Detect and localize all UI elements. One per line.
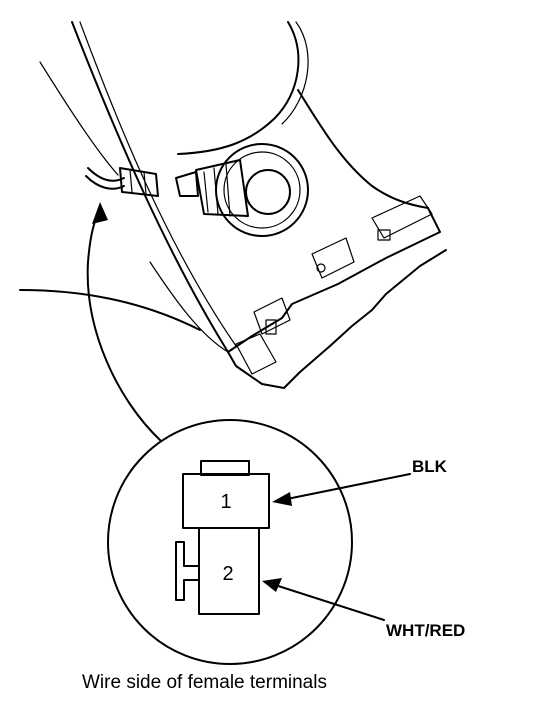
trim-tab-middle xyxy=(311,237,355,279)
pin-2-number: 2 xyxy=(222,563,233,585)
trim-tab-left xyxy=(253,297,291,335)
connector-side-key xyxy=(175,541,200,601)
trim-tab-bottom xyxy=(235,333,277,375)
panel-left-edge-inner xyxy=(79,21,237,347)
connector-top-latch xyxy=(200,460,250,476)
wire-harness xyxy=(87,167,125,182)
switch-knob xyxy=(175,143,309,237)
trim-tab-right xyxy=(371,195,433,239)
panel-leader-line xyxy=(19,289,201,331)
pin-2-wire-color: WHT/RED xyxy=(386,621,465,640)
diagram-caption: Wire side of female terminals xyxy=(82,672,327,693)
knob-bezel-outer xyxy=(215,143,309,237)
dashboard-panel xyxy=(39,21,447,389)
trim-slot-2 xyxy=(265,319,277,335)
panel-upper-shoulder xyxy=(177,21,300,155)
panel-far-left-edge xyxy=(39,61,119,176)
panel-right-edge xyxy=(297,89,429,209)
blk-leader-arrowhead xyxy=(272,492,292,506)
whtred-leader-arrowhead xyxy=(262,578,282,592)
wire-connector-plug xyxy=(85,167,159,197)
callout-arrow-head xyxy=(92,202,108,224)
connector-plug-ribs xyxy=(129,169,147,195)
panel-bottom-trim xyxy=(227,207,447,389)
blk-leader-line xyxy=(281,473,411,501)
switch-body xyxy=(195,159,249,217)
trim-hole-1 xyxy=(316,263,326,273)
knob-cap xyxy=(245,169,291,215)
panel-left-edge xyxy=(71,21,229,353)
panel-upper-shoulder-inner xyxy=(281,21,309,125)
pin-1-wire-color: BLK xyxy=(412,457,448,476)
wire-harness-2 xyxy=(85,175,125,190)
connector-detail-view: 1 2 BLK WHT/RED xyxy=(107,419,465,665)
trim-slot-1 xyxy=(377,229,391,241)
callout-arrow xyxy=(86,202,161,441)
pin-1-number: 1 xyxy=(220,491,231,513)
callout-arrow-line xyxy=(86,209,161,441)
magnifier-circle xyxy=(107,419,353,665)
knob-bezel-inner xyxy=(223,151,301,229)
whtred-leader-line xyxy=(271,583,385,621)
switch-terminal xyxy=(175,171,199,197)
panel-lower-curve xyxy=(149,261,229,353)
switch-body-ribs xyxy=(203,163,231,217)
